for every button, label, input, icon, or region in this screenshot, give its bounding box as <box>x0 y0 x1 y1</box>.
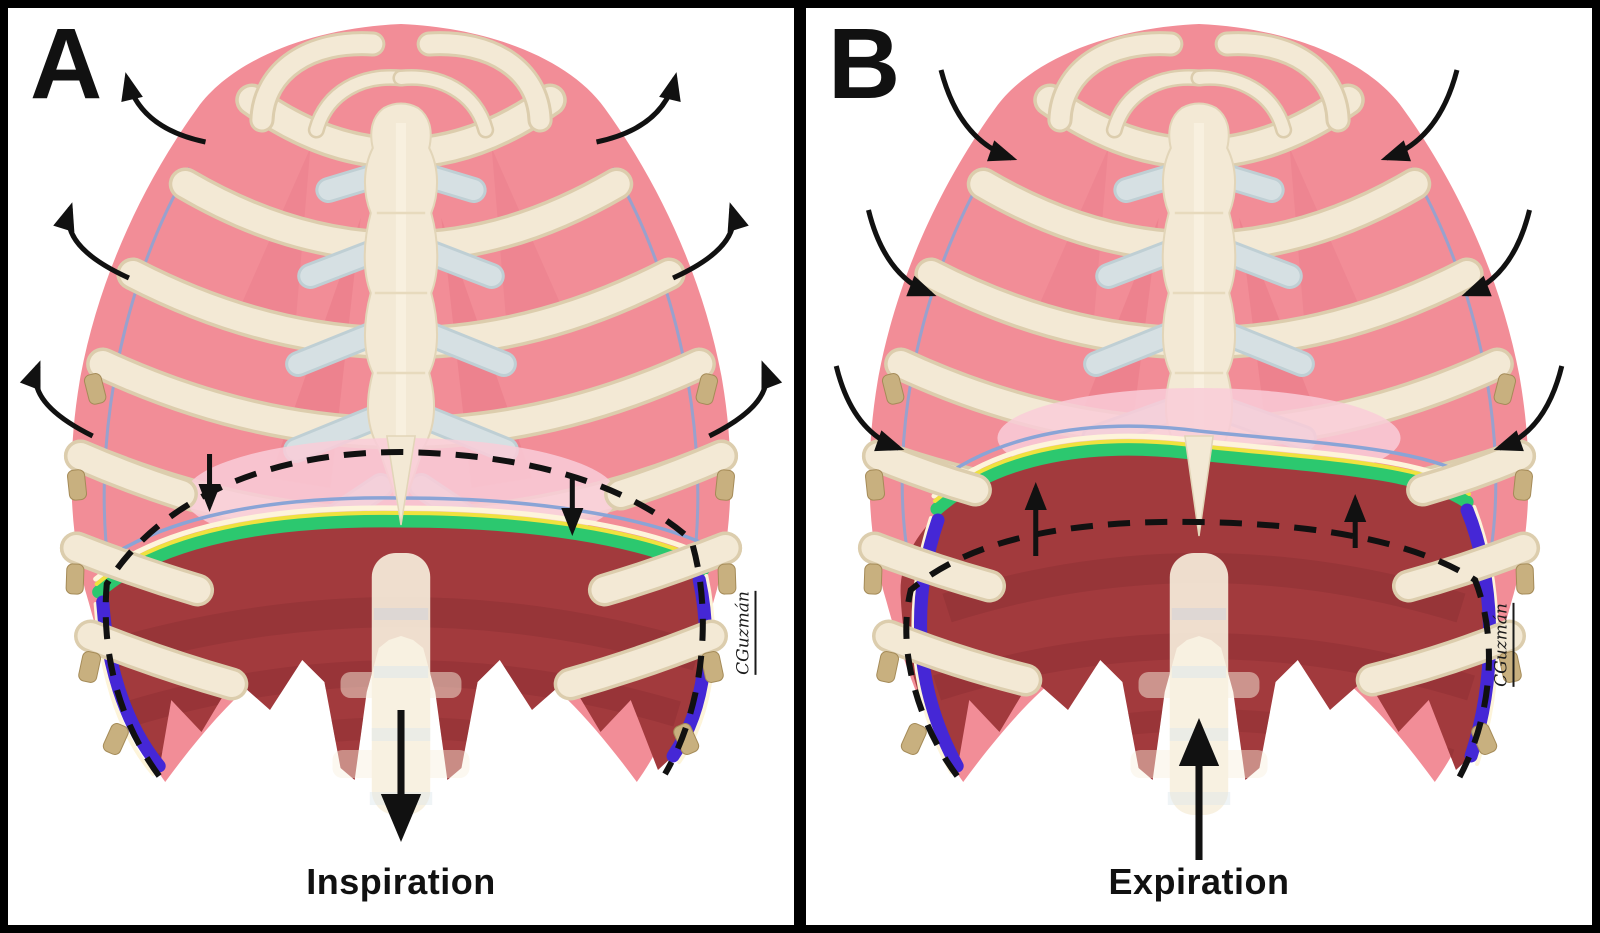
ribcage-recoil-arrows <box>833 69 1565 452</box>
rib-end-chips <box>863 373 1535 755</box>
caption-expiration: Expiration <box>1108 861 1290 902</box>
ribcage-diaphragm-illustration-expiration <box>833 24 1565 860</box>
artist-signature: CGuzmán <box>733 591 757 675</box>
artist-signature: CGuzmán <box>1491 603 1515 687</box>
xiphoid-process <box>1184 435 1214 537</box>
lower-rib-stubs <box>857 439 1541 697</box>
panel-inspiration: A CGuzmán Inspiration <box>8 8 794 925</box>
vertebral-column <box>332 553 470 815</box>
panel-label-b: B <box>828 8 900 120</box>
lower-rib-stubs <box>59 439 743 701</box>
panel-label-a: A <box>30 8 102 120</box>
ribcage-expansion-arrows <box>19 72 783 439</box>
rib-end-chips <box>65 373 737 755</box>
diaphragm-descent-arrows <box>198 454 584 536</box>
caption-inspiration: Inspiration <box>306 861 496 902</box>
xiphoid-process <box>386 435 416 526</box>
ribcage-diaphragm-illustration-inspiration <box>19 24 783 842</box>
sternum <box>363 102 439 517</box>
diaphragm-ascent-arrows <box>1024 482 1367 556</box>
panel-expiration: B CGuzmán Expiration <box>806 8 1592 925</box>
diaphragm-resting-position-dashed-line <box>102 448 706 778</box>
diaphragm-contracted-position-dashed-line <box>903 518 1492 780</box>
